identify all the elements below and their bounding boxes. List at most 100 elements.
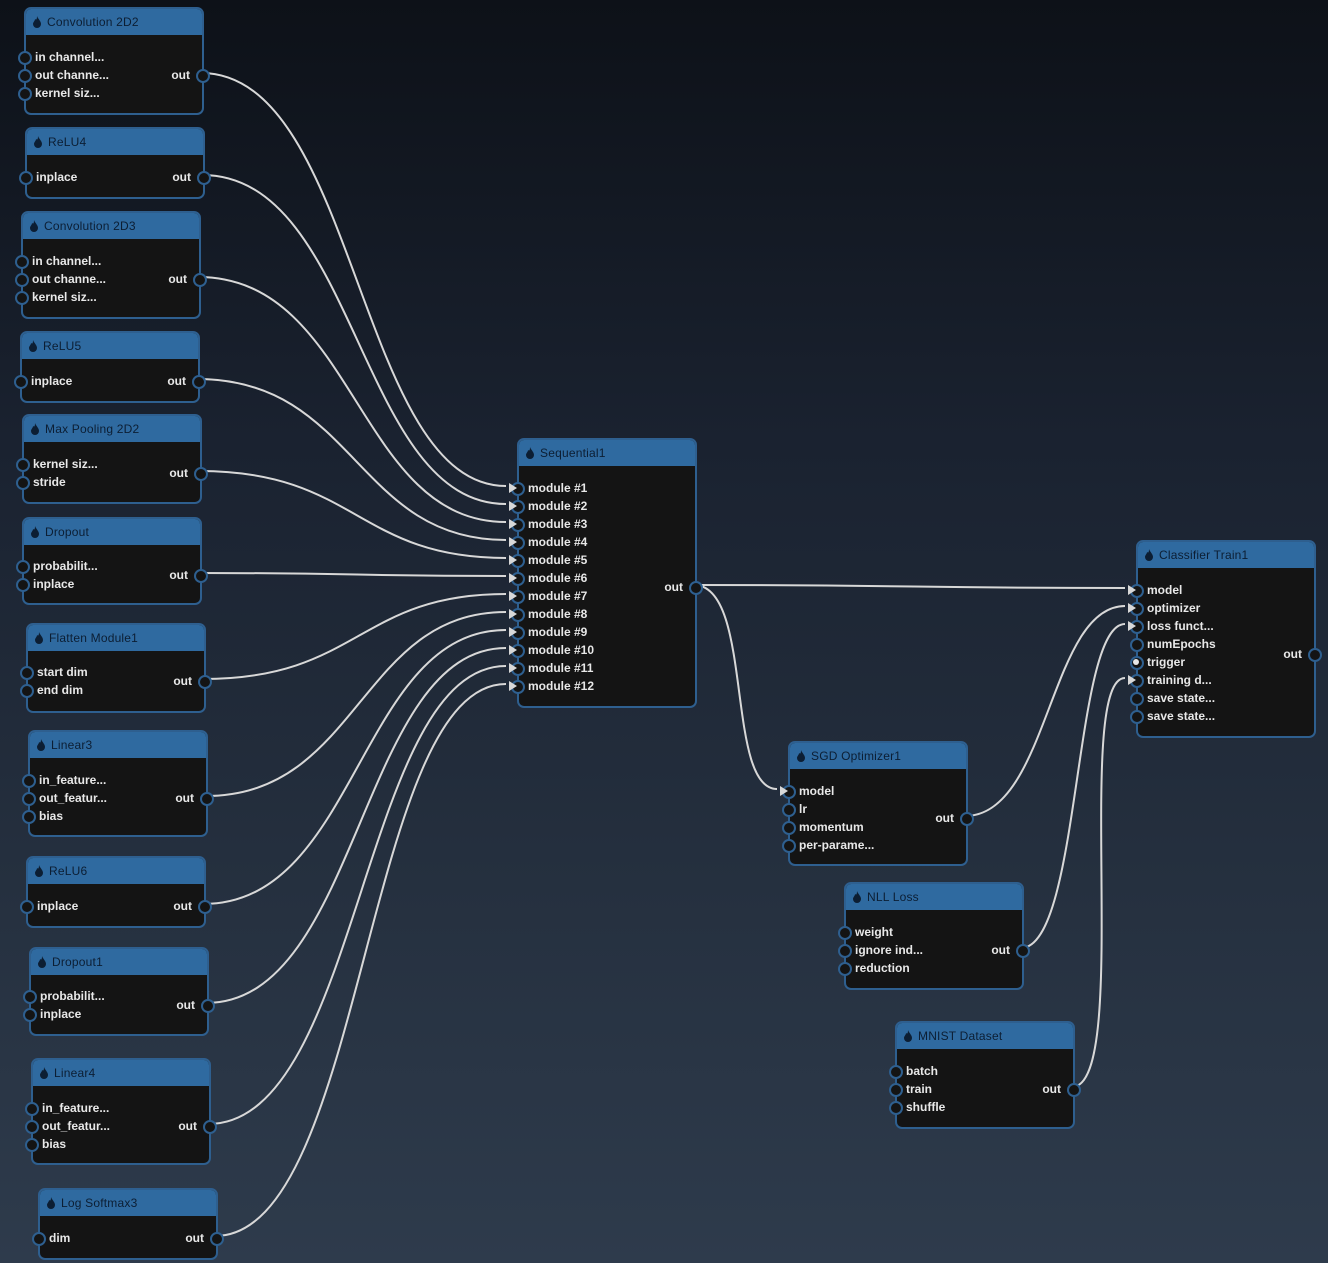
input-socket[interactable] [16, 560, 30, 574]
input-socket[interactable] [16, 458, 30, 472]
input-port[interactable]: start dim [20, 663, 204, 681]
node-header[interactable]: Dropout1 [31, 949, 207, 975]
input-port[interactable]: optimizer [1128, 599, 1314, 617]
input-port[interactable]: module #7 [509, 587, 695, 605]
node-header[interactable]: Linear4 [33, 1060, 209, 1086]
input-port[interactable]: out channe... [18, 66, 202, 84]
input-socket[interactable] [1130, 638, 1144, 652]
input-port[interactable]: module #1 [509, 479, 695, 497]
input-port[interactable]: lr [782, 800, 966, 818]
node-header[interactable]: Linear3 [30, 732, 206, 758]
output-port[interactable]: out [1283, 645, 1322, 663]
input-socket[interactable] [25, 1138, 39, 1152]
input-port[interactable]: shuffle [889, 1098, 1073, 1116]
wire-conv2d2-to-sequential[interactable] [200, 72, 507, 487]
output-socket[interactable] [689, 581, 703, 595]
node-header[interactable]: ReLU5 [22, 333, 198, 359]
input-port[interactable]: module #2 [509, 497, 695, 515]
node-header[interactable]: Max Pooling 2D2 [24, 416, 200, 442]
output-socket[interactable] [192, 375, 206, 389]
output-socket[interactable] [193, 273, 207, 287]
input-port[interactable]: module #4 [509, 533, 695, 551]
output-port[interactable]: out [168, 270, 207, 288]
input-socket[interactable] [1130, 710, 1144, 724]
input-port[interactable]: module #8 [509, 605, 695, 623]
input-port[interactable]: model [780, 782, 966, 800]
output-port[interactable]: out [178, 1117, 217, 1135]
input-socket[interactable] [22, 792, 36, 806]
input-socket[interactable] [18, 69, 32, 83]
input-socket[interactable] [889, 1065, 903, 1079]
input-port[interactable]: module #10 [509, 641, 695, 659]
output-socket[interactable] [1016, 944, 1030, 958]
input-socket[interactable] [16, 476, 30, 490]
input-port[interactable]: in_feature... [22, 771, 206, 789]
output-port[interactable]: out [169, 566, 208, 584]
node-header[interactable]: MNIST Dataset [897, 1023, 1073, 1049]
output-port[interactable]: out [173, 672, 212, 690]
input-port[interactable]: module #5 [509, 551, 695, 569]
input-port[interactable]: kernel siz... [15, 288, 199, 306]
wire-logsoftmax-to-sequential[interactable] [214, 683, 507, 1237]
input-port[interactable]: out_featur... [22, 789, 206, 807]
output-socket[interactable] [197, 171, 211, 185]
input-socket[interactable] [25, 1102, 39, 1116]
wire-flatten-to-sequential[interactable] [202, 593, 507, 680]
input-port[interactable]: inplace [16, 575, 200, 593]
output-port[interactable]: out [173, 897, 212, 915]
input-port[interactable]: probabilit... [16, 557, 200, 575]
input-socket[interactable] [16, 578, 30, 592]
wire-mnist-to-classifier[interactable] [1071, 677, 1126, 1088]
input-port[interactable]: out_featur... [25, 1117, 209, 1135]
input-socket[interactable] [22, 774, 36, 788]
output-port[interactable]: out [172, 168, 211, 186]
input-socket[interactable] [15, 273, 29, 287]
input-port[interactable]: save state... [1130, 707, 1314, 725]
node-header[interactable]: Convolution 2D3 [23, 213, 199, 239]
input-port[interactable]: probabilit... [23, 987, 207, 1005]
input-port[interactable]: per-parame... [782, 836, 966, 854]
input-socket[interactable] [20, 666, 34, 680]
input-port[interactable]: dim [32, 1229, 216, 1247]
node-header[interactable]: Flatten Module1 [28, 625, 204, 651]
output-port[interactable]: out [171, 66, 210, 84]
input-port[interactable]: batch [889, 1062, 1073, 1080]
input-port[interactable]: numEpochs [1130, 635, 1314, 653]
node-header[interactable]: Log Softmax3 [40, 1190, 216, 1216]
input-port[interactable]: model [1128, 581, 1314, 599]
input-socket[interactable] [782, 803, 796, 817]
input-port[interactable]: module #3 [509, 515, 695, 533]
input-socket[interactable] [782, 821, 796, 835]
input-port[interactable]: in_feature... [25, 1099, 209, 1117]
output-port[interactable]: out [991, 941, 1030, 959]
input-socket[interactable] [18, 87, 32, 101]
output-port[interactable]: out [664, 578, 703, 596]
input-port[interactable]: loss funct... [1128, 617, 1314, 635]
input-socket[interactable] [838, 926, 852, 940]
input-port[interactable]: kernel siz... [18, 84, 202, 102]
wire-dropout-to-sequential[interactable] [198, 572, 507, 577]
output-socket[interactable] [194, 467, 208, 481]
output-socket[interactable] [196, 69, 210, 83]
node-header[interactable]: ReLU6 [28, 858, 204, 884]
input-port[interactable]: module #11 [509, 659, 695, 677]
wire-relu6-to-sequential[interactable] [202, 629, 507, 905]
input-port[interactable]: bias [22, 807, 206, 825]
input-port[interactable]: in channel... [18, 48, 202, 66]
node-header[interactable]: NLL Loss [846, 884, 1022, 910]
wire-maxpool-to-sequential[interactable] [198, 470, 507, 559]
output-port[interactable]: out [175, 789, 214, 807]
input-port[interactable]: weight [838, 923, 1022, 941]
output-socket[interactable] [203, 1120, 217, 1134]
input-port[interactable]: reduction [838, 959, 1022, 977]
input-socket[interactable] [20, 900, 34, 914]
